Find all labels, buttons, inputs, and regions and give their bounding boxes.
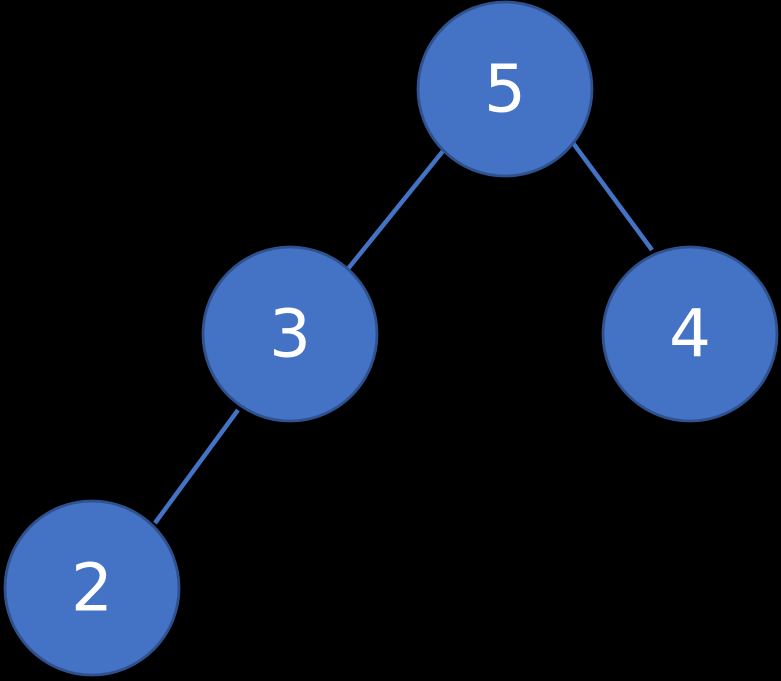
tree-node-label-5: 5 — [484, 51, 526, 128]
tree-node-label-4: 4 — [669, 296, 711, 373]
tree-node-circle-4[interactable] — [601, 245, 779, 423]
tree-node-label-2: 2 — [71, 550, 113, 627]
tree-edge-3-2 — [153, 408, 240, 525]
tree-edge-5-3 — [345, 149, 445, 272]
tree-node-label-3: 3 — [269, 296, 311, 373]
tree-edge-5-4 — [571, 141, 654, 252]
tree-node-3[interactable]: 3 — [201, 245, 379, 423]
tree-node-5[interactable]: 5 — [416, 0, 594, 178]
tree-node-circle-2[interactable] — [3, 499, 181, 677]
tree-node-circle-5[interactable] — [416, 0, 594, 178]
tree-node-circle-3[interactable] — [201, 245, 379, 423]
tree-node-2[interactable]: 2 — [3, 499, 181, 677]
tree-node-4[interactable]: 4 — [601, 245, 779, 423]
